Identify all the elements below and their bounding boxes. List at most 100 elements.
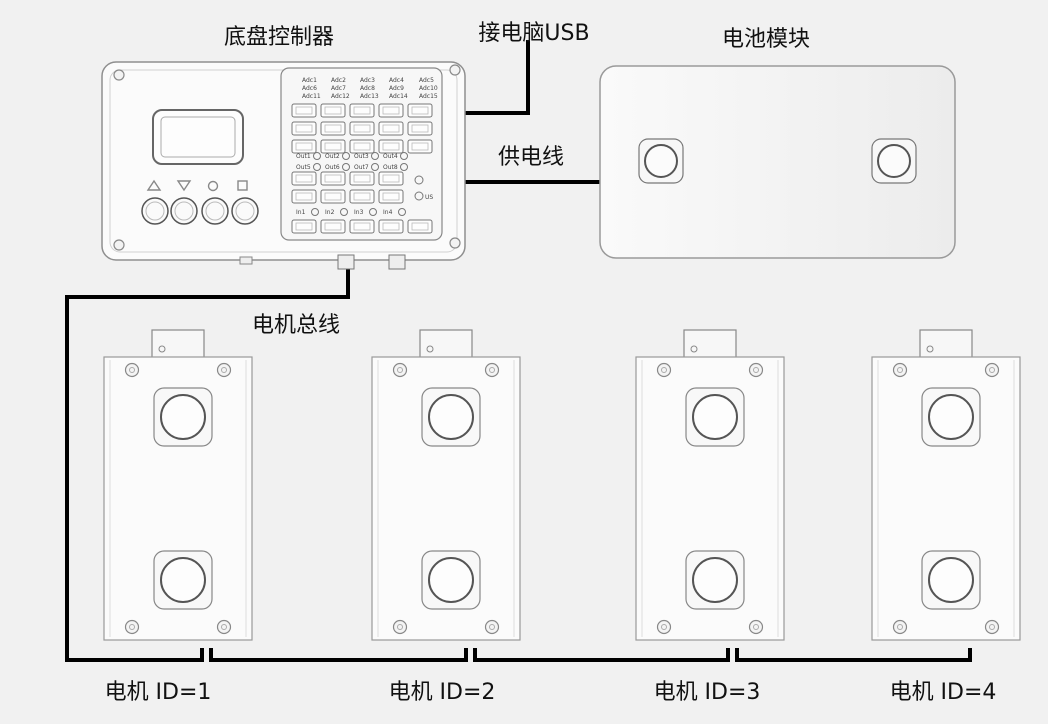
- controller-display: [152, 109, 244, 165]
- motor-connector-screw: [926, 345, 934, 353]
- adc-port-label: Adc1: [302, 77, 317, 84]
- motor-screw-core: [489, 367, 495, 373]
- battery-terminal-right: [871, 138, 917, 184]
- motor-screw-core: [753, 624, 759, 630]
- motor-screw-core: [129, 624, 135, 630]
- motor-screw: [216, 362, 232, 378]
- connector-port-inner: [295, 124, 313, 133]
- out-port-led: [313, 163, 321, 171]
- motor-connector-screw: [158, 345, 166, 353]
- adc-port-label: Adc10: [419, 85, 438, 92]
- motor-terminal: [692, 557, 738, 603]
- motor-screw-core: [989, 367, 995, 373]
- in-port-led: [369, 208, 377, 216]
- motor-screw: [124, 619, 140, 635]
- motor-connector: [919, 329, 973, 361]
- motor-2: [371, 329, 521, 641]
- motor-terminal: [428, 557, 474, 603]
- motor-terminal: [928, 394, 974, 440]
- motor-screw-core: [221, 624, 227, 630]
- motor-screw: [748, 619, 764, 635]
- motor-bus-link-1-2: [209, 648, 468, 662]
- motor-id-label: 电机 ID=3: [654, 680, 761, 705]
- out-port-led: [342, 163, 350, 171]
- connector-port-inner: [295, 192, 313, 201]
- battery-title: 电池模块: [722, 27, 810, 52]
- connector-port-inner: [411, 124, 429, 133]
- connector-port-inner: [382, 106, 400, 115]
- motor-screw: [892, 362, 908, 378]
- motor-screw-core: [397, 624, 403, 630]
- connector-port-inner: [382, 192, 400, 201]
- motor-screw-core: [897, 367, 903, 373]
- motor-screw-core: [397, 367, 403, 373]
- in-port-label: In1: [296, 209, 306, 216]
- motor-screw: [984, 619, 1000, 635]
- connector-port-inner: [324, 124, 342, 133]
- connector-port-inner: [295, 222, 313, 231]
- battery-module: [599, 65, 956, 259]
- connector-port-inner: [324, 222, 342, 231]
- adc-port-label: Adc11: [302, 93, 321, 100]
- motor-bus-connector: [337, 254, 355, 270]
- connector-port-inner: [353, 174, 371, 183]
- out-port-led: [400, 163, 408, 171]
- in-port-led: [340, 208, 348, 216]
- connector-port-inner: [324, 106, 342, 115]
- connector-port-inner: [353, 142, 371, 151]
- motor-bus-link-2-3: [473, 648, 730, 662]
- connector-port-inner: [382, 174, 400, 183]
- down-arrow-icon: [176, 180, 192, 192]
- bottom-port-left: [239, 256, 253, 265]
- connector-port-inner: [324, 174, 342, 183]
- out-port-label: Out8: [383, 164, 398, 171]
- connector-port-inner: [295, 174, 313, 183]
- adc-port-label: Adc15: [419, 93, 438, 100]
- motor-screw: [892, 619, 908, 635]
- connector-port-inner: [353, 192, 371, 201]
- motor-screw: [392, 362, 408, 378]
- motor-screw: [484, 362, 500, 378]
- out-port-led: [371, 152, 379, 160]
- out-port-led: [400, 152, 408, 160]
- motor-connector: [683, 329, 737, 361]
- motor-screw-core: [129, 367, 135, 373]
- usb-cable: [463, 40, 530, 115]
- connector-port-inner: [324, 142, 342, 151]
- out-port-led: [371, 163, 379, 171]
- motor-screw: [124, 362, 140, 378]
- out-port-label: Out5: [296, 164, 311, 171]
- power-line-label: 供电线: [498, 145, 564, 170]
- us-port-lower: [414, 191, 424, 201]
- adc-port-label: Adc13: [360, 93, 379, 100]
- adc-port-label: Adc6: [302, 85, 317, 92]
- connector-port-inner: [411, 142, 429, 151]
- motor-connector-screw: [426, 345, 434, 353]
- out-port-label: Out4: [383, 153, 398, 160]
- connector-port-inner: [353, 106, 371, 115]
- circle-key-icon: [207, 180, 219, 192]
- motor-connector: [151, 329, 205, 361]
- motor-bus-label: 电机总线: [252, 313, 340, 338]
- adc-port-label: Adc5: [419, 77, 434, 84]
- in-port-label: In4: [383, 209, 393, 216]
- motor-screw-core: [489, 624, 495, 630]
- adc-port-label: Adc9: [389, 85, 404, 92]
- in-port-label: In2: [325, 209, 335, 216]
- motor-bus-cable: [65, 268, 350, 662]
- adc-port-label: Adc3: [360, 77, 375, 84]
- out-port-label: Out1: [296, 153, 311, 160]
- out-port-label: Out6: [325, 164, 340, 171]
- motor-screw-core: [221, 367, 227, 373]
- out-port-label: Out3: [354, 153, 369, 160]
- connector-port-inner: [295, 106, 313, 115]
- adc-port-label: Adc7: [331, 85, 346, 92]
- adc-port-label: Adc14: [389, 93, 408, 100]
- connector-port-inner: [382, 222, 400, 231]
- motor-screw: [656, 619, 672, 635]
- connector-port-inner: [295, 142, 313, 151]
- motor-id-label: 电机 ID=1: [105, 680, 212, 705]
